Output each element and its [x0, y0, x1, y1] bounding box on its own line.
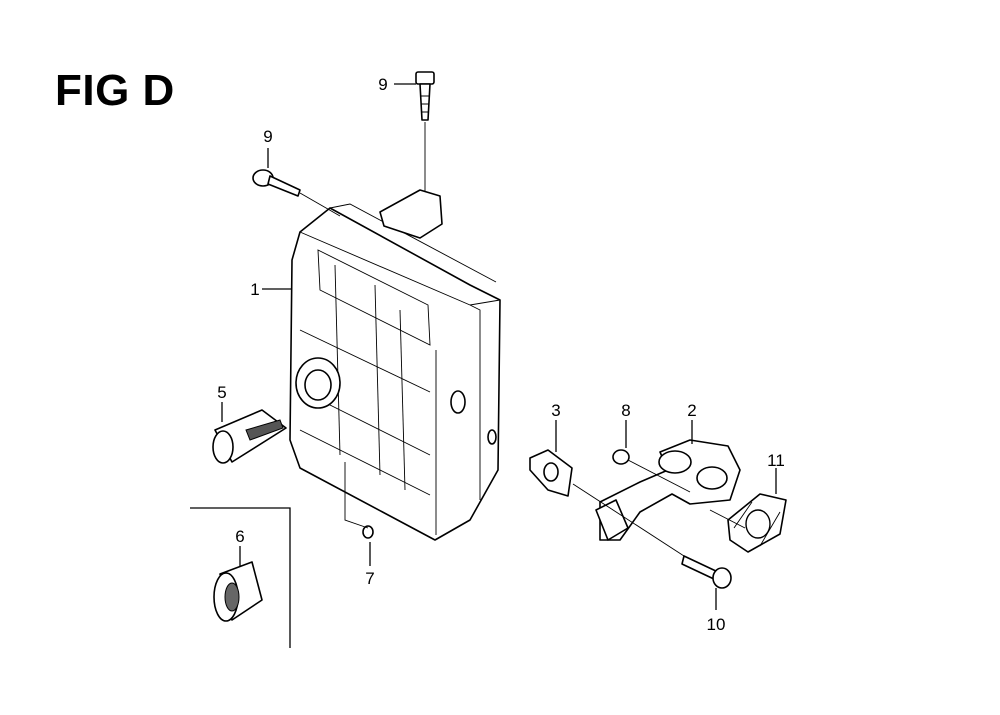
inset-frame: [190, 507, 291, 648]
leader-lines: [221, 83, 777, 610]
exhaust-pipe-2: [595, 439, 741, 541]
callout-7: 7: [365, 569, 374, 588]
gasket-3: [529, 449, 573, 497]
callout-6: 6: [235, 527, 244, 546]
screen-6: [213, 561, 263, 622]
callout-9-top: 9: [378, 75, 387, 94]
callout-9-side: 9: [263, 127, 272, 146]
callout-8: 8: [621, 401, 630, 420]
muffler-body: [289, 189, 501, 541]
figure-title: FIG D: [55, 66, 175, 115]
plug-7: [362, 525, 374, 539]
bolt-9-top: [415, 71, 435, 121]
nut-8: [612, 449, 630, 465]
callout-5: 5: [217, 383, 226, 402]
bolt-10: [681, 555, 732, 589]
bolt-9-side: [252, 169, 301, 197]
callout-3: 3: [551, 401, 560, 420]
spark-arrester-5: [212, 409, 287, 464]
callout-11: 11: [767, 451, 785, 470]
callout-2: 2: [687, 401, 696, 420]
callout-10: 10: [707, 615, 726, 634]
callout-1: 1: [250, 280, 259, 299]
gasket-11: [727, 493, 787, 553]
